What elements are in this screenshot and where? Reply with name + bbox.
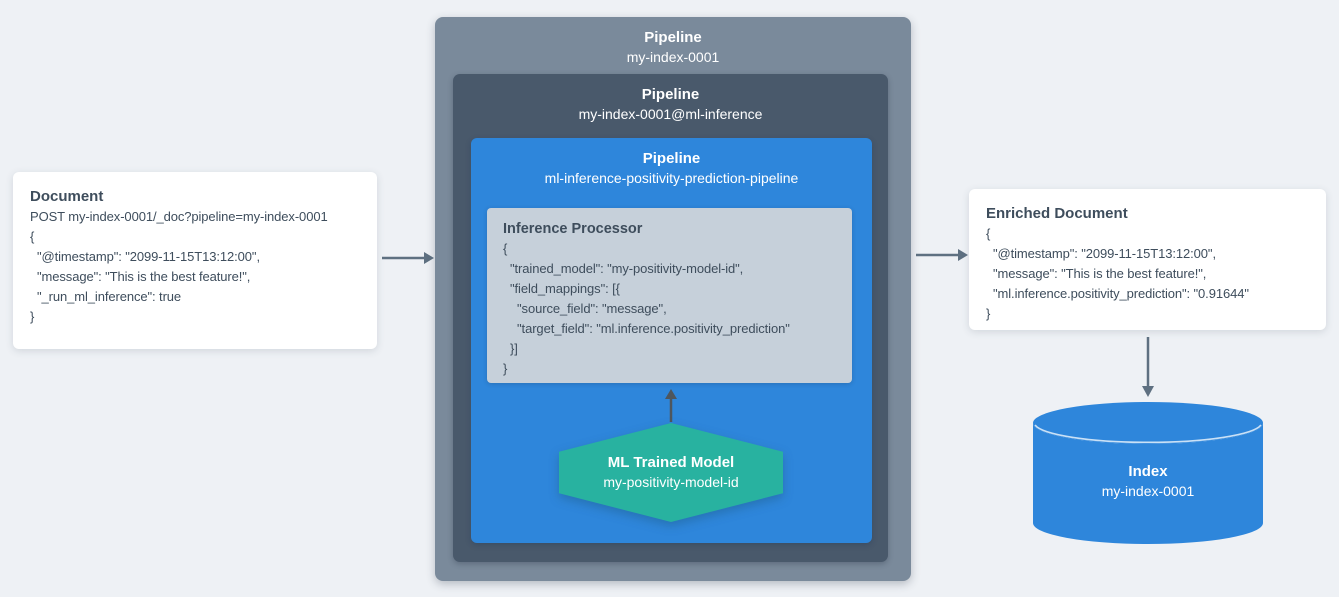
arrow-enriched-to-index-icon <box>1142 337 1154 397</box>
inference-processor-code-line: "field_mappings": [{ <box>503 281 620 296</box>
inference-processor-title: Inference Processor <box>503 221 643 237</box>
pipeline-inference-box: Pipeline ml-inference-positivity-predict… <box>471 138 872 543</box>
document-code-line: POST my-index-0001/_doc?pipeline=my-inde… <box>30 209 328 224</box>
pipeline-outer-title: Pipeline <box>644 29 702 46</box>
enriched-document-code-line: "@timestamp": "2099-11-15T13:12:00", <box>986 246 1216 261</box>
index-title: Index <box>1128 463 1168 480</box>
enriched-document-title: Enriched Document <box>986 205 1128 222</box>
pipeline-ml-inference-box: Pipeline my-index-0001@ml-inference Pipe… <box>453 74 888 562</box>
arrow-model-to-processor-icon <box>665 389 677 422</box>
document-code-line: { <box>30 229 35 244</box>
trained-model-title: ML Trained Model <box>607 454 735 471</box>
document-code: POST my-index-0001/_doc?pipeline=my-inde… <box>30 207 360 327</box>
index-name: my-index-0001 <box>1101 483 1195 499</box>
pipeline-outer-box: Pipeline my-index-0001 Pipeline my-index… <box>435 17 911 581</box>
index-cylinder-icon <box>1033 402 1263 544</box>
inference-processor-box: Inference Processor { "trained_model": "… <box>487 208 852 383</box>
document-card: Document POST my-index-0001/_doc?pipelin… <box>13 172 377 349</box>
index-label: Index my-index-0001 <box>1033 462 1263 501</box>
pipeline-outer-name: my-index-0001 <box>626 49 720 65</box>
inference-processor-code-line: "target_field": "ml.inference.positivity… <box>503 321 790 336</box>
trained-model-hexagon-shape: ML Trained Model my-positivity-model-id <box>559 423 783 522</box>
enriched-document-code-line: "ml.inference.positivity_prediction": "0… <box>986 286 1249 301</box>
document-code-line: "@timestamp": "2099-11-15T13:12:00", <box>30 249 260 264</box>
document-code-line: } <box>30 309 35 324</box>
pipeline-ml-inference-title: Pipeline <box>641 86 700 103</box>
pipeline-inference-title: Pipeline <box>642 150 701 167</box>
enriched-document-code-line: "message": "This is the best feature!", <box>986 266 1207 281</box>
document-code-line: "message": "This is the best feature!", <box>30 269 251 284</box>
enriched-document-code: { "@timestamp": "2099-11-15T13:12:00", "… <box>986 224 1309 324</box>
inference-processor-code-line: "source_field": "message", <box>503 301 667 316</box>
enriched-document-card: Enriched Document { "@timestamp": "2099-… <box>969 189 1326 330</box>
inference-processor-code: { "trained_model": "my-positivity-model-… <box>503 239 836 379</box>
pipeline-inference-name: ml-inference-positivity-prediction-pipel… <box>544 170 799 186</box>
pipeline-ml-inference-name: my-index-0001@ml-inference <box>578 106 763 122</box>
enriched-document-code-line: } <box>986 306 991 321</box>
inference-processor-code-line: { <box>503 241 508 256</box>
enriched-document-code-line: { <box>986 226 991 241</box>
document-card-title: Document <box>30 188 104 205</box>
inference-processor-code-line: "trained_model": "my-positivity-model-id… <box>503 261 744 276</box>
document-code-line: "_run_ml_inference": true <box>30 289 182 304</box>
inference-processor-code-line: } <box>503 361 508 376</box>
trained-model-hexagon: ML Trained Model my-positivity-model-id <box>559 423 783 522</box>
arrow-pipeline-to-enriched-icon <box>916 249 968 261</box>
arrow-document-to-pipeline-icon <box>382 252 434 264</box>
trained-model-name: my-positivity-model-id <box>603 474 739 490</box>
inference-processor-code-line: }] <box>503 341 518 356</box>
